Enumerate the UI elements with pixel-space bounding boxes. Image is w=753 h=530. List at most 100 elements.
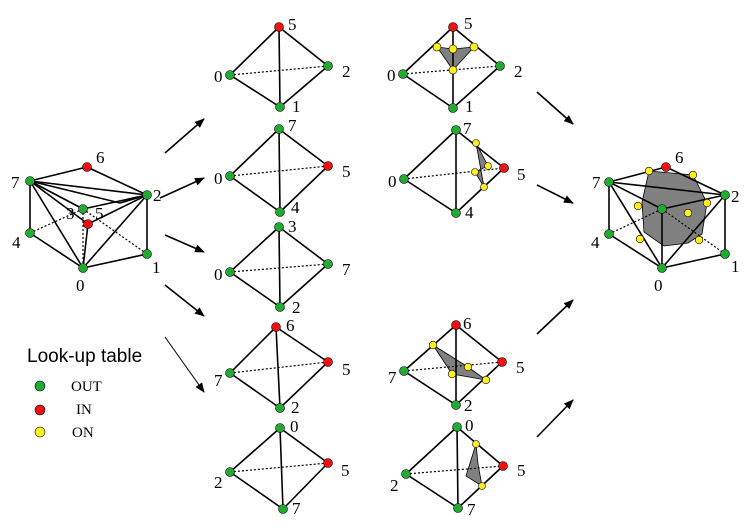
vertex-out [142, 249, 152, 259]
vertex-out [225, 171, 235, 181]
vertex-on [472, 440, 480, 448]
cube-left-labels: 6 7 2 3 5 4 1 0 [11, 148, 162, 295]
vertex-out [25, 176, 35, 186]
vertex-out [720, 249, 730, 259]
vertex-label: 2 [153, 186, 162, 205]
vertex-on [448, 44, 458, 54]
tetra-result-3: 6 7 5 2 [388, 314, 525, 415]
tetra-2: 7 0 5 4 [214, 116, 351, 217]
vertex-label: 5 [288, 15, 297, 34]
arrow [536, 184, 574, 204]
vertex-label: 3 [288, 217, 297, 236]
vertex-out [225, 70, 235, 80]
vertex-on [428, 340, 438, 350]
vertex-label: 1 [465, 97, 474, 116]
vertex-label: 5 [464, 14, 473, 33]
vertex-out [323, 259, 333, 269]
vertex-label: 0 [290, 417, 299, 436]
vertex-label: 5 [341, 461, 350, 480]
vertex-out [657, 263, 667, 273]
vertex-out [451, 125, 461, 135]
vertex-label: 7 [467, 500, 476, 519]
vertex-out [720, 190, 730, 200]
cube-left-vertices [25, 162, 152, 273]
vertex-label: 4 [12, 233, 21, 252]
vertex-label: 5 [342, 162, 351, 181]
vertex-in [497, 357, 507, 367]
vertex-label: 5 [516, 358, 525, 377]
vertex-out [604, 229, 614, 239]
arrow [164, 284, 205, 317]
arrows [159, 91, 574, 438]
vertex-label: 1 [152, 258, 161, 277]
legend-swatch-in [34, 404, 46, 416]
vertex-label: 7 [292, 499, 301, 518]
vertex-label: 2 [214, 473, 223, 492]
vertex-label: 2 [390, 476, 399, 495]
legend-swatch-on [34, 426, 46, 438]
legend-label-out: OUT [71, 379, 102, 395]
vertex-out [452, 422, 462, 432]
vertex-out [78, 204, 88, 214]
vertex-out [25, 228, 35, 238]
vertex-on [683, 208, 693, 218]
iso-surface [641, 170, 708, 247]
vertex-label: 0 [387, 66, 396, 85]
vertex-label: 0 [388, 172, 397, 191]
vertex-out [275, 302, 285, 312]
tetra-5: 0 2 5 7 [214, 417, 350, 518]
arrow [164, 234, 205, 253]
vertex-on [471, 168, 479, 176]
tetra-3: 3 0 7 2 [214, 217, 351, 317]
vertex-in [451, 320, 461, 330]
vertex-label: 0 [76, 276, 85, 295]
vertex-on [432, 42, 442, 52]
vertex-on [644, 166, 654, 176]
vertex-label: 2 [514, 62, 523, 81]
vertex-out [398, 69, 408, 79]
iso-surface [465, 443, 483, 487]
arrow [164, 336, 205, 393]
vertex-label: 4 [591, 233, 600, 252]
vertex-on [472, 139, 480, 147]
vertex-on [448, 65, 458, 75]
vertex-label: 0 [214, 169, 223, 188]
tetra-result-2: 7 0 5 4 [388, 119, 526, 222]
tetra-result-1: 5 0 2 1 [387, 14, 523, 116]
vertex-label: 5 [517, 165, 526, 184]
vertex-label: 6 [463, 314, 472, 333]
vertex-out [274, 124, 284, 134]
vertex-label: 0 [214, 67, 223, 86]
legend: Look-up table OUT IN ON [27, 346, 142, 441]
vertex-in [498, 461, 508, 471]
vertex-out [142, 190, 152, 200]
legend-title: Look-up table [27, 346, 142, 367]
arrow [164, 118, 205, 154]
vertex-out [275, 423, 285, 433]
vertex-in [271, 322, 281, 332]
vertex-label: 2 [731, 187, 740, 206]
vertex-label: 6 [96, 148, 105, 167]
vertex-in [323, 161, 333, 171]
vertex-out [453, 503, 463, 513]
arrow [536, 299, 574, 335]
vertex-out [274, 222, 284, 232]
vertex-out [78, 263, 88, 273]
vertex-on [633, 201, 643, 211]
vertex-label: 7 [214, 371, 223, 390]
vertex-in [323, 357, 333, 367]
vertex-label: 1 [731, 257, 740, 276]
vertex-on [688, 170, 698, 180]
vertex-on [478, 482, 486, 490]
vertex-out [399, 366, 409, 376]
vertex-label: 2 [291, 398, 300, 417]
vertex-on [635, 234, 645, 244]
vertex-label: 2 [464, 396, 473, 415]
vertex-out [275, 207, 285, 217]
cube-left [29, 166, 148, 269]
tetra-result-4: 0 2 5 7 [390, 416, 526, 519]
vertex-label: 4 [465, 203, 474, 222]
vertex-label: 3 [66, 204, 75, 223]
vertex-out [399, 174, 409, 184]
vertex-label: 1 [292, 97, 301, 116]
